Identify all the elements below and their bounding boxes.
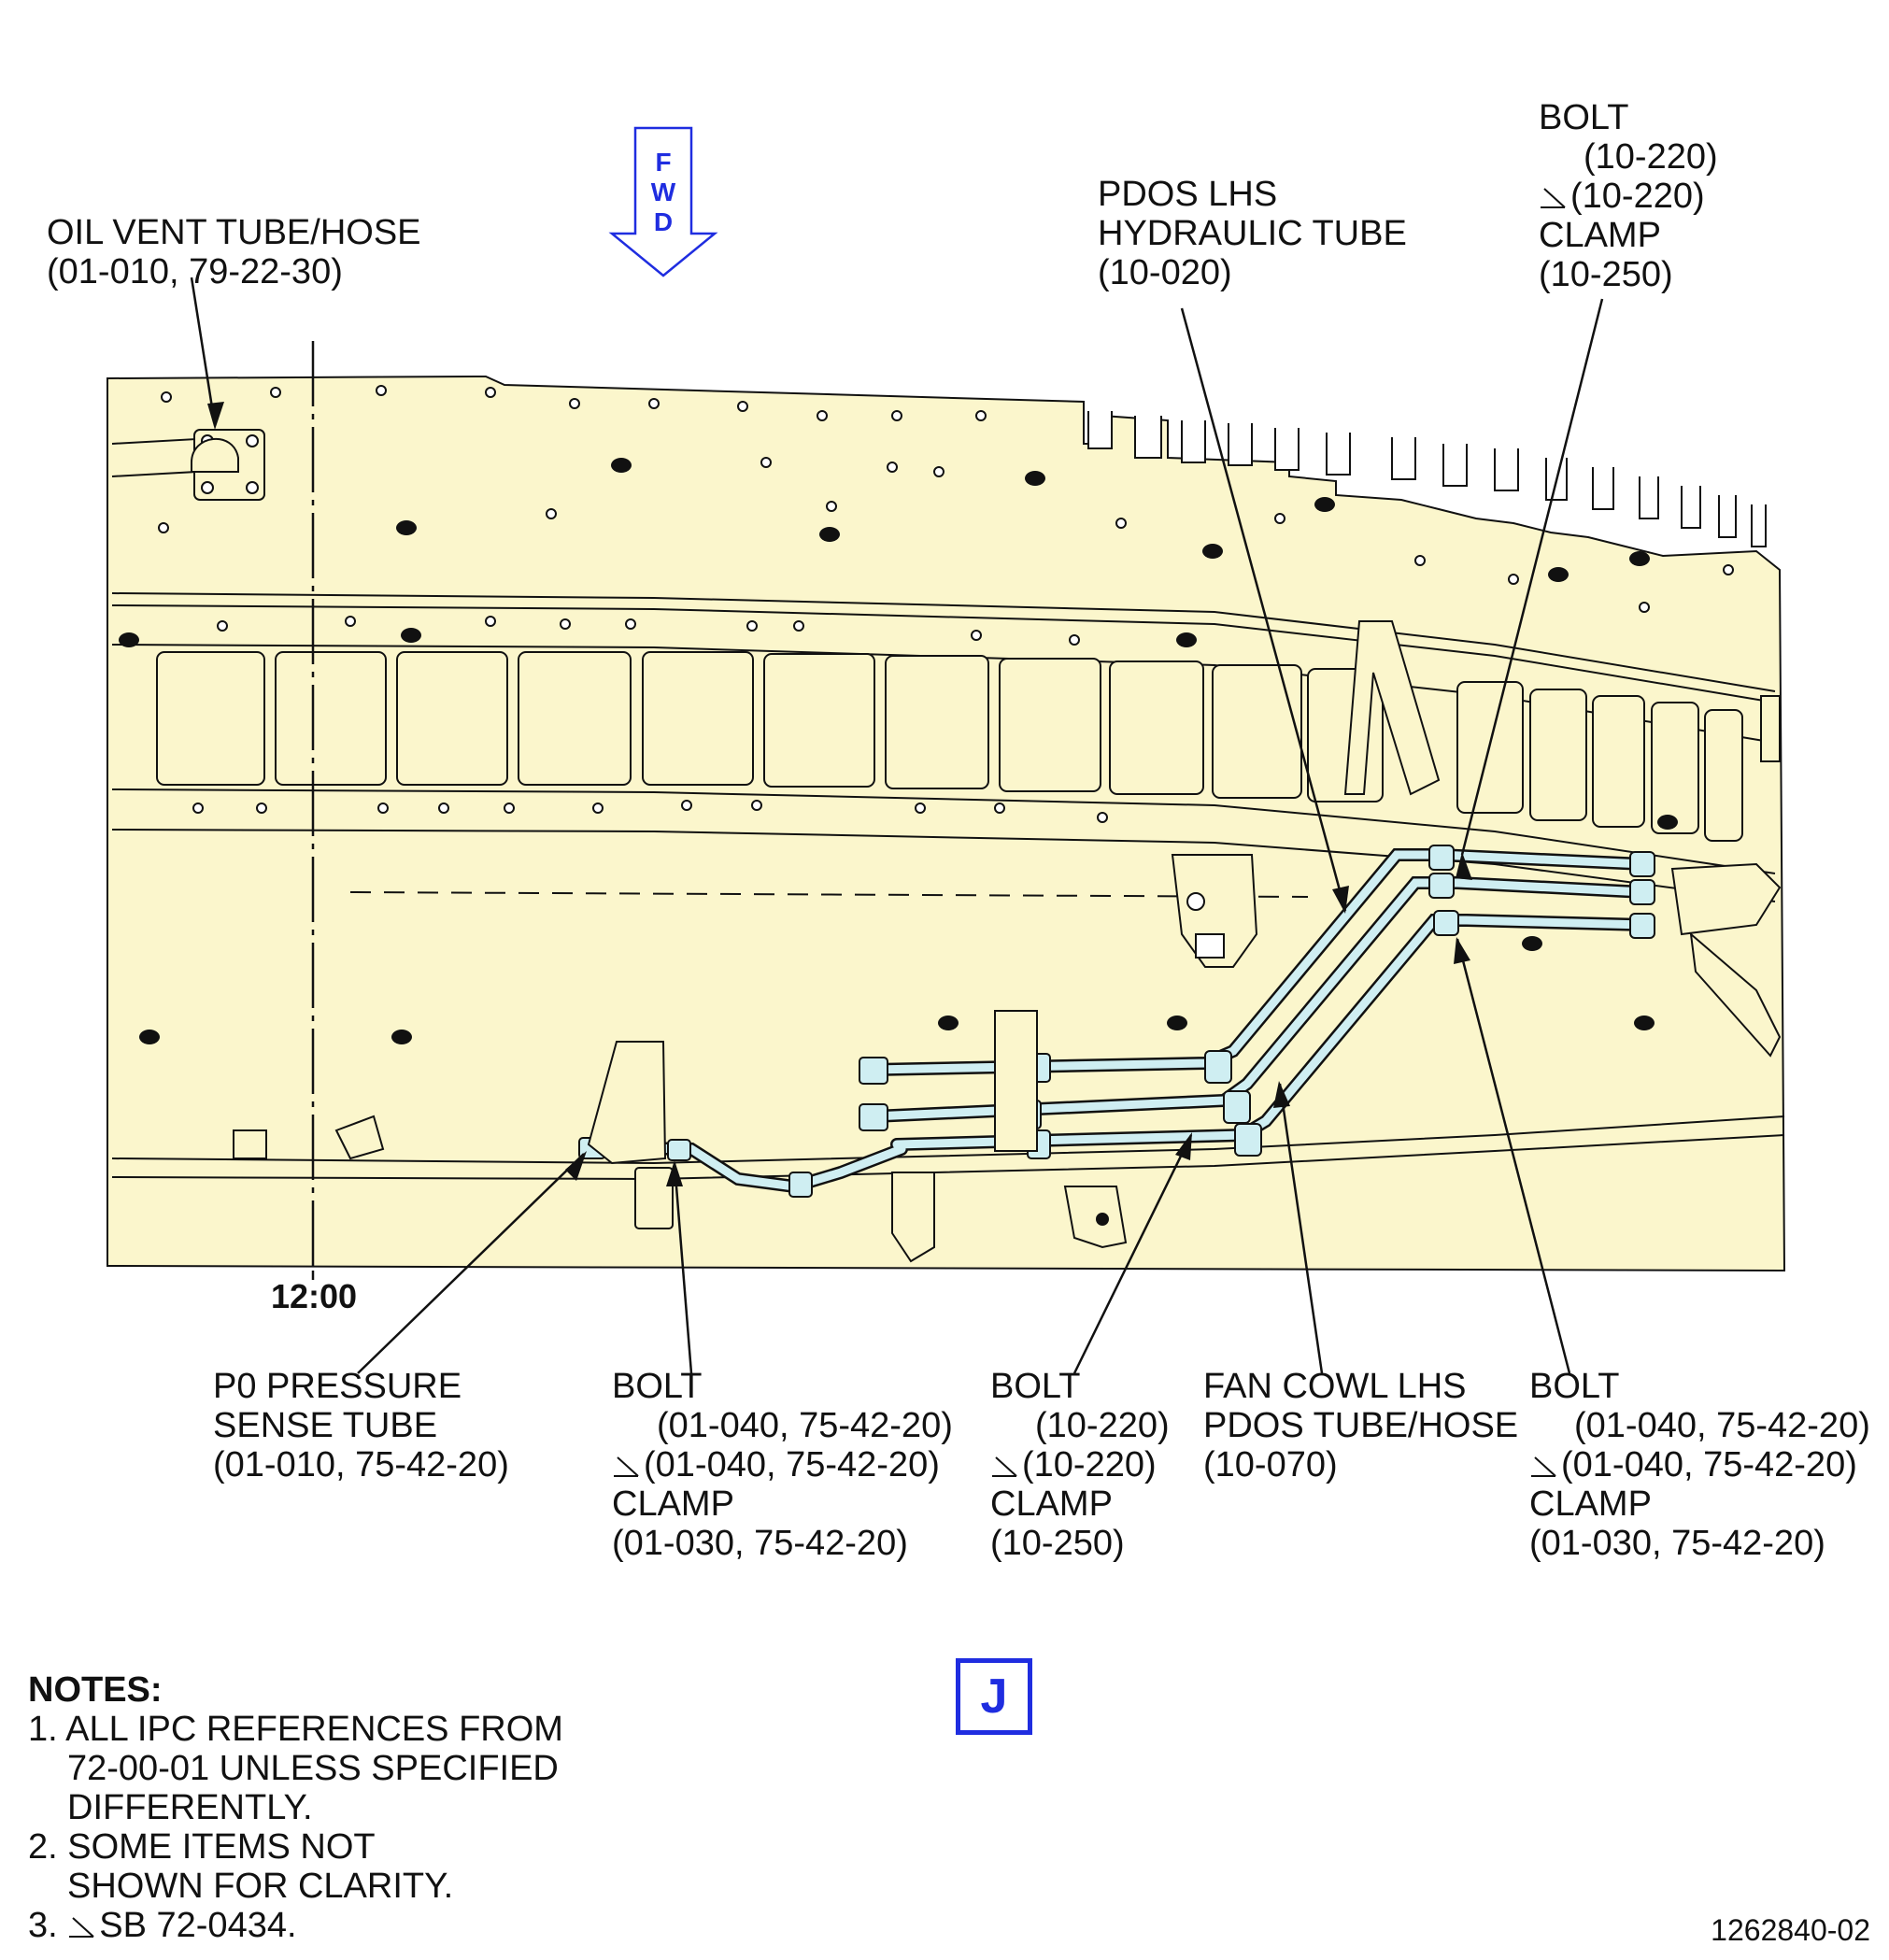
note-2-line2: SHOWN FOR CLARITY. bbox=[67, 1867, 454, 1906]
lower-brackets bbox=[233, 1010, 1128, 1263]
bolt-top-right-ref2: (10-220) bbox=[1570, 177, 1705, 216]
segment-panels bbox=[156, 651, 1743, 842]
bolt-top-right-clamp-ref: (10-250) bbox=[1539, 255, 1673, 294]
center-bracket bbox=[1171, 620, 1441, 968]
note-1-line1: 1. ALL IPC REFERENCES FROM bbox=[28, 1710, 563, 1749]
notes-heading: NOTES: bbox=[28, 1670, 163, 1710]
bolt-top-right-title: BOLT bbox=[1539, 98, 1629, 137]
bolt-right-ref2: (01-040, 75-42-20) bbox=[1561, 1445, 1857, 1484]
bolt-right-title: BOLT bbox=[1529, 1367, 1620, 1406]
bolt-middle-clamp-ref: (10-250) bbox=[990, 1524, 1125, 1563]
bolt-middle-callout: BOLT (10-220) (10-220) CLAMP (10-250) bbox=[990, 1367, 1170, 1563]
sb-triangle-icon bbox=[1531, 1456, 1556, 1477]
oil-vent-fitting bbox=[111, 429, 265, 501]
bolt-left-ref2: (01-040, 75-42-20) bbox=[644, 1445, 940, 1484]
sb-triangle-icon bbox=[992, 1456, 1017, 1477]
tube-runs bbox=[582, 848, 1651, 1194]
oil-vent-title: OIL VENT TUBE/HOSE bbox=[47, 213, 421, 252]
p0-pressure-line2: SENSE TUBE bbox=[213, 1406, 438, 1445]
forward-arrow: F W D bbox=[608, 126, 718, 277]
sb-triangle-icon bbox=[614, 1456, 639, 1477]
bolt-top-right-clamp: CLAMP bbox=[1539, 216, 1661, 255]
bolt-middle-title: BOLT bbox=[990, 1367, 1081, 1406]
leader-arrowheads bbox=[207, 402, 1472, 1186]
fan-case-panel bbox=[107, 375, 1786, 1272]
bolt-top-right-ref1: (10-220) bbox=[1584, 137, 1718, 177]
p0-pressure-ref: (01-010, 75-42-20) bbox=[213, 1445, 509, 1484]
fan-cowl-line1: FAN COWL LHS bbox=[1203, 1367, 1467, 1406]
top-slot-row bbox=[1087, 411, 1767, 547]
bolt-right-clamp: CLAMP bbox=[1529, 1484, 1652, 1524]
panel-rivets bbox=[119, 458, 1678, 1044]
note-3-text: SB 72-0434. bbox=[99, 1906, 297, 1945]
clock-position-label: 12:00 bbox=[271, 1277, 358, 1315]
oil-vent-ref: (01-010, 79-22-30) bbox=[47, 252, 343, 291]
pdos-hydraulic-callout: PDOS LHS HYDRAULIC TUBE (10-020) bbox=[1098, 175, 1407, 292]
leader-lines bbox=[190, 277, 1604, 1374]
note-1-line2: 72-00-01 UNLESS SPECIFIED bbox=[67, 1749, 559, 1788]
bolt-top-right-callout: BOLT (10-220) (10-220) CLAMP (10-250) bbox=[1539, 98, 1718, 294]
pdos-hydraulic-ref: (10-020) bbox=[1098, 253, 1232, 292]
bolt-left-title: BOLT bbox=[612, 1367, 703, 1406]
fan-cowl-line2: PDOS TUBE/HOSE bbox=[1203, 1406, 1519, 1445]
p0-pressure-line1: P0 PRESSURE bbox=[213, 1367, 462, 1406]
note-2-line1: 2. SOME ITEMS NOT bbox=[28, 1827, 376, 1867]
bolt-middle-ref2: (10-220) bbox=[1022, 1445, 1157, 1484]
note-1-line3: DIFFERENTLY. bbox=[67, 1788, 313, 1827]
bolt-right-ref1: (01-040, 75-42-20) bbox=[1574, 1406, 1870, 1445]
bolt-left-clamp-ref: (01-030, 75-42-20) bbox=[612, 1524, 908, 1563]
bolt-left-clamp: CLAMP bbox=[612, 1484, 734, 1524]
upper-strip bbox=[111, 592, 1785, 1181]
bolt-left-callout: BOLT (01-040, 75-42-20) (01-040, 75-42-2… bbox=[612, 1367, 953, 1563]
fan-cowl-callout: FAN COWL LHS PDOS TUBE/HOSE (10-070) bbox=[1203, 1367, 1518, 1484]
pdos-hydraulic-line1: PDOS LHS bbox=[1098, 175, 1278, 214]
fwd-letter-d: D bbox=[654, 207, 673, 236]
bolt-left-ref1: (01-040, 75-42-20) bbox=[657, 1406, 953, 1445]
bolt-right-callout: BOLT (01-040, 75-42-20) (01-040, 75-42-2… bbox=[1529, 1367, 1870, 1563]
note-3-number: 3. bbox=[28, 1906, 58, 1945]
panel-fasteners bbox=[158, 385, 1734, 823]
fwd-letter-w: W bbox=[651, 178, 676, 206]
p0-pressure-callout: P0 PRESSURE SENSE TUBE (01-010, 75-42-20… bbox=[213, 1367, 509, 1484]
sb-triangle-icon bbox=[69, 1917, 94, 1938]
figure-number: 1262840-02 bbox=[1711, 1913, 1870, 1947]
fan-cowl-ref: (10-070) bbox=[1203, 1445, 1338, 1484]
pdos-hydraulic-line2: HYDRAULIC TUBE bbox=[1098, 214, 1407, 253]
right-fittings bbox=[1670, 695, 1782, 1058]
bolt-middle-clamp: CLAMP bbox=[990, 1484, 1113, 1524]
view-label-box: J bbox=[956, 1658, 1032, 1735]
sb-triangle-icon bbox=[1541, 188, 1566, 208]
notes-block: NOTES: 1. ALL IPC REFERENCES FROM 72-00-… bbox=[28, 1670, 563, 1945]
bolt-middle-ref1: (10-220) bbox=[1035, 1406, 1170, 1445]
fwd-letter-f: F bbox=[655, 148, 671, 177]
bolt-right-clamp-ref: (01-030, 75-42-20) bbox=[1529, 1524, 1825, 1563]
oil-vent-callout: OIL VENT TUBE/HOSE (01-010, 79-22-30) bbox=[47, 213, 421, 291]
